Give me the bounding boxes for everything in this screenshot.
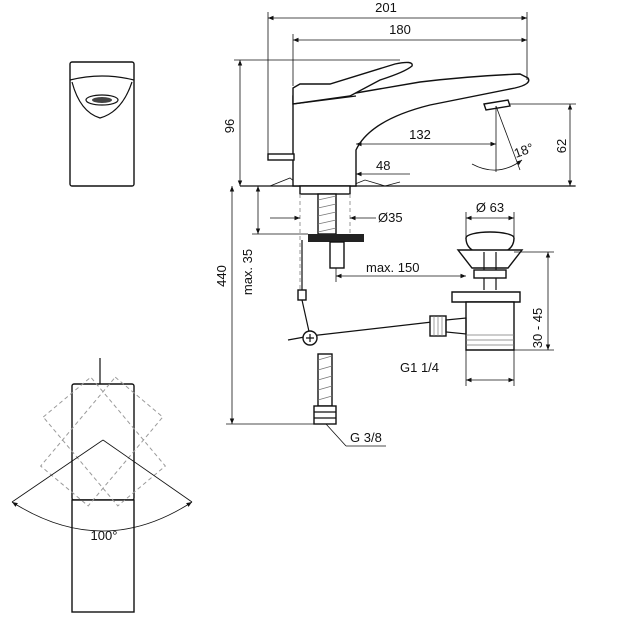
- dimension-labels: 201 180 96 132 62 18° 48 Ø35 max. 35 440…: [91, 0, 569, 543]
- front-view: [69, 61, 135, 187]
- dim-lever-angle: 100°: [91, 528, 118, 543]
- side-view: [240, 61, 575, 425]
- dim-base-48: 48: [376, 158, 390, 173]
- dim-spout-height: 62: [554, 139, 569, 153]
- dim-waste-diameter: Ø 63: [476, 200, 504, 215]
- dim-total-width: 201: [375, 0, 397, 15]
- dim-spout-width: 180: [389, 22, 411, 37]
- aerator-icon: [92, 97, 112, 103]
- dim-total-length: 440: [214, 265, 229, 287]
- dimension-lines: [226, 12, 576, 447]
- dim-spout-reach: 132: [409, 127, 431, 142]
- dim-max-150: max. 150: [366, 260, 419, 275]
- pop-up-waste: [429, 231, 524, 351]
- dim-waste-range: 30 - 45: [530, 308, 545, 348]
- dim-height-96: 96: [222, 119, 237, 133]
- top-view: [11, 358, 193, 613]
- dim-hole-diameter: Ø35: [378, 210, 403, 225]
- dim-max-thickness: max. 35: [240, 249, 255, 295]
- dim-spout-angle: 18°: [512, 140, 536, 161]
- dim-inlet-thread: G 3/8: [350, 430, 382, 445]
- dim-waste-thread: G1 1/4: [400, 360, 439, 375]
